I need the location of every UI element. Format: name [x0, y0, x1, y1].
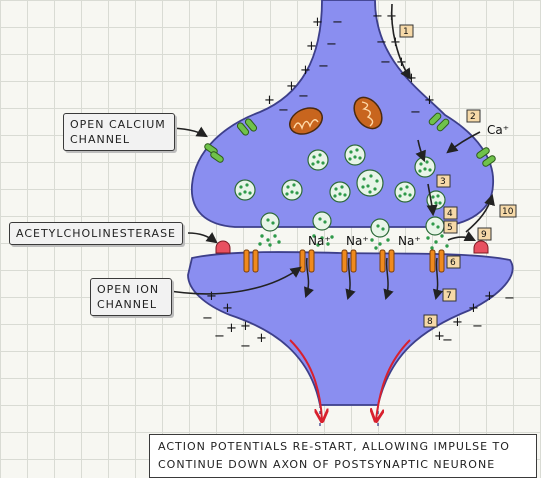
- step-9: 9: [478, 228, 491, 240]
- svg-text:−: −: [318, 59, 329, 74]
- svg-text:−: −: [240, 339, 251, 354]
- svg-text:+: +: [312, 15, 323, 30]
- svg-text:+: +: [256, 331, 267, 346]
- vesicle-fusing: [426, 217, 444, 235]
- svg-text:+: +: [484, 289, 495, 304]
- vesicle: [415, 157, 435, 177]
- svg-text:−: −: [332, 15, 343, 30]
- svg-text:+: +: [206, 289, 217, 304]
- svg-text:−: −: [298, 89, 309, 104]
- svg-text:7: 7: [446, 291, 452, 301]
- arrow-enzyme-pointer: [188, 233, 216, 242]
- acetylcholinesterase-label: ACETYLCHOLINESTERASE: [9, 222, 183, 245]
- arrow-breakdown: [448, 237, 474, 240]
- caption-line-2: CONTINUE DOWN AXON OF POSTSYNAPTIC NEURO…: [158, 456, 528, 474]
- svg-text:−: −: [410, 105, 421, 120]
- vesicle: [282, 180, 302, 200]
- svg-text:+: +: [306, 39, 317, 54]
- vesicle: [395, 182, 415, 202]
- svg-text:+: +: [424, 93, 435, 108]
- step-7: 7: [443, 289, 456, 301]
- svg-text:−: −: [472, 319, 483, 334]
- svg-text:+: +: [226, 321, 237, 336]
- svg-text:−: −: [214, 329, 225, 344]
- svg-text:−: −: [504, 291, 515, 306]
- svg-text:8: 8: [427, 317, 433, 327]
- vesicle: [308, 150, 328, 170]
- enzyme-right: [474, 241, 488, 253]
- svg-text:−: −: [380, 55, 391, 70]
- vesicle: [345, 145, 365, 165]
- vesicle-fusing: [371, 219, 389, 237]
- calcium-ion-label: Ca⁺: [487, 123, 509, 137]
- svg-text:2: 2: [470, 112, 476, 122]
- vesicle: [330, 182, 350, 202]
- svg-text:+: +: [468, 301, 479, 316]
- svg-text:+: +: [452, 315, 463, 330]
- step-3: 3: [437, 175, 450, 187]
- svg-text:3: 3: [440, 177, 446, 187]
- sodium-label-3: Na⁺: [398, 234, 421, 248]
- step-1: 1: [400, 25, 413, 37]
- svg-text:9: 9: [481, 230, 487, 240]
- caption-line-1: ACTION POTENTIALS RE-START, ALLOWING IMP…: [158, 438, 528, 456]
- sodium-label-2: Na⁺: [346, 234, 369, 248]
- step-5: 5: [444, 221, 457, 233]
- svg-text:10: 10: [502, 207, 514, 217]
- svg-text:−: −: [376, 35, 387, 50]
- open-ion-channel-label: OPEN ION CHANNEL: [90, 278, 172, 316]
- sodium-label-1: Na⁺: [308, 234, 331, 248]
- svg-text:+: +: [300, 63, 311, 78]
- svg-text:+: +: [240, 319, 251, 334]
- step-4: 4: [444, 207, 457, 219]
- enzyme-left: [216, 241, 230, 253]
- svg-text:+: +: [222, 301, 233, 316]
- svg-text:1: 1: [403, 27, 409, 37]
- svg-text:5: 5: [447, 223, 453, 233]
- vesicle-fusing: [261, 213, 279, 231]
- svg-text:+: +: [286, 79, 297, 94]
- svg-text:4: 4: [447, 209, 453, 219]
- svg-text:6: 6: [450, 258, 456, 268]
- svg-text:+: +: [264, 93, 275, 108]
- step-8: 8: [424, 315, 437, 327]
- svg-text:−: −: [326, 37, 337, 52]
- svg-text:−: −: [202, 311, 213, 326]
- step-2: 2: [467, 110, 480, 122]
- vesicle: [235, 180, 255, 200]
- step-6: 6: [447, 256, 460, 268]
- svg-text:+: +: [434, 329, 445, 344]
- svg-text:−: −: [278, 103, 289, 118]
- vesicle: [357, 170, 383, 196]
- open-calcium-channel-label: OPEN CALCIUM CHANNEL: [63, 113, 175, 151]
- vesicle-fusing: [313, 212, 331, 230]
- svg-text:−: −: [372, 9, 383, 24]
- step-10: 10: [500, 205, 516, 217]
- caption-box: ACTION POTENTIALS RE-START, ALLOWING IMP…: [149, 434, 537, 478]
